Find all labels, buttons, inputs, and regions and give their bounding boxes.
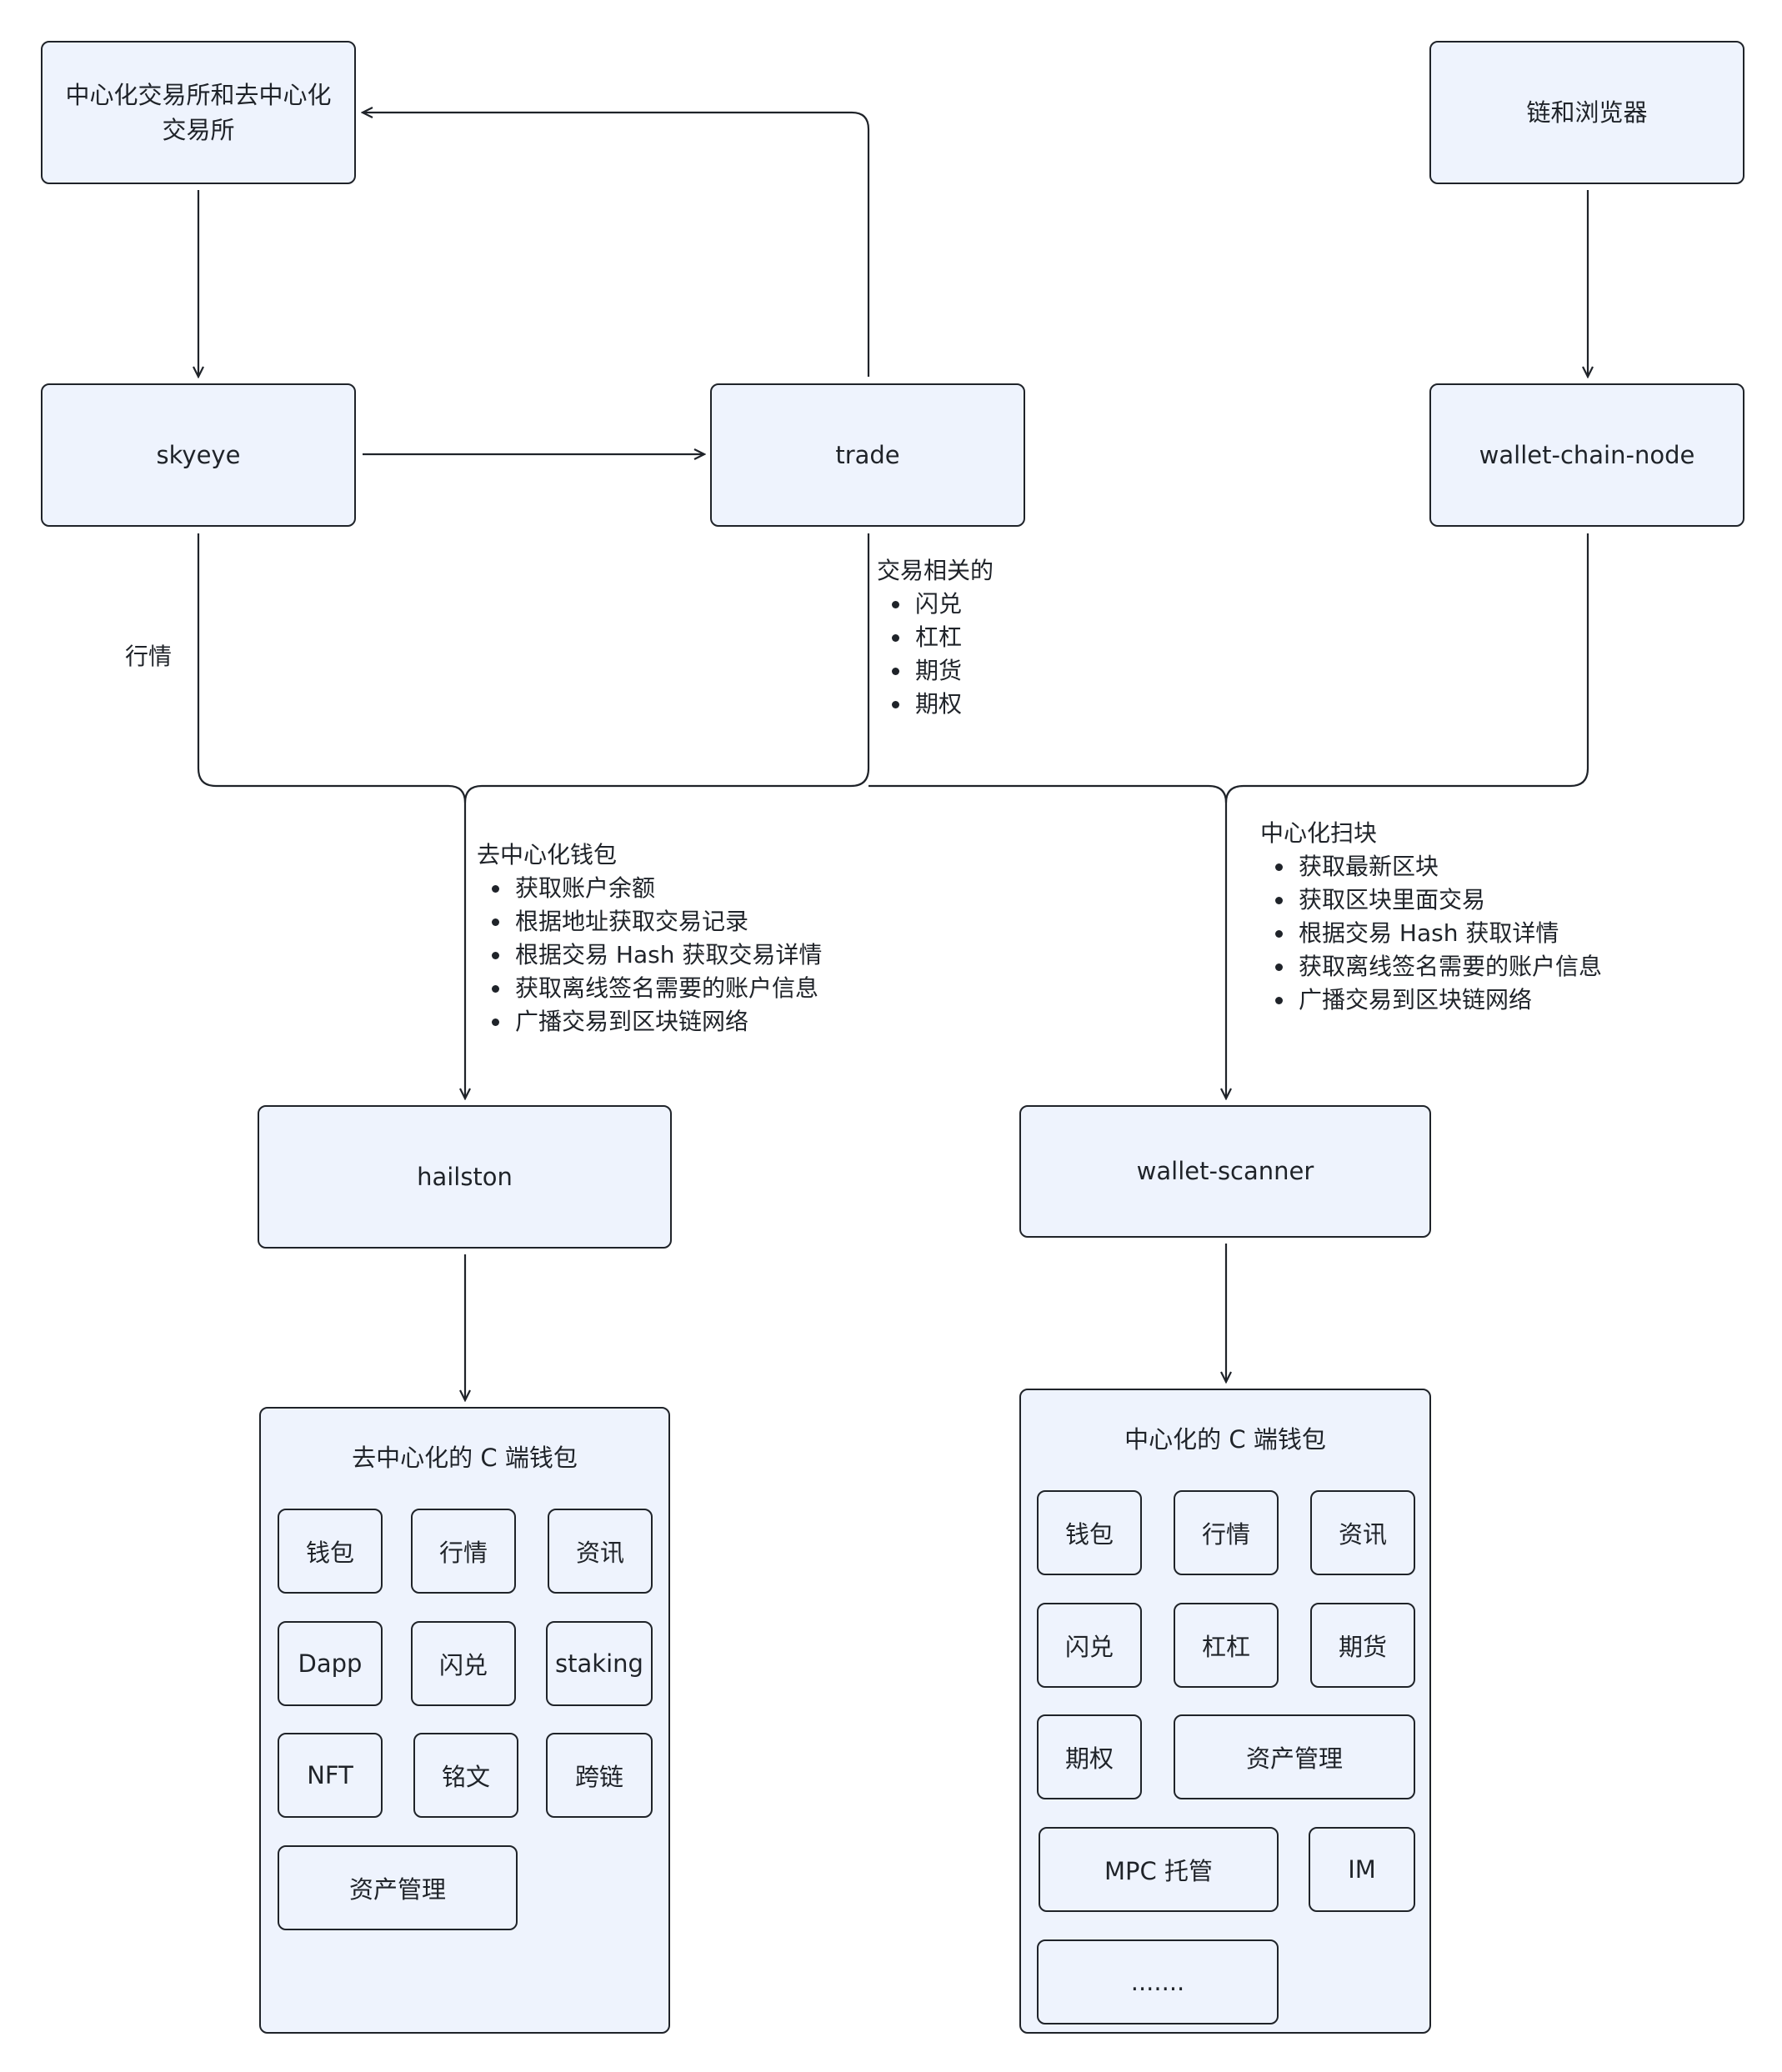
module-chip: 行情 [411, 1509, 516, 1594]
module-chip: staking [546, 1621, 653, 1706]
list-item: 期货 [877, 654, 994, 688]
line-trade-down [463, 533, 870, 803]
list-item: 获取离线签名需要的账户信息 [1260, 950, 1602, 983]
decentralized-app-container: 去中心化的 C 端钱包 钱包 行情 资讯 Dapp 闪兑 staking NFT… [259, 1407, 670, 2034]
line-node-down [1224, 533, 1589, 803]
list-item: 广播交易到区块链网络 [1260, 983, 1602, 1017]
centralized-scan-label: 中心化扫块 获取最新区块 获取区块里面交易 根据交易 Hash 获取详情 获取离… [1260, 817, 1602, 1017]
line-trade-to-scanner [868, 784, 1228, 803]
module-chip: 资产管理 [1174, 1714, 1415, 1799]
module-chip: 资产管理 [278, 1845, 518, 1930]
chain-browser-node: 链和浏览器 [1429, 41, 1744, 184]
module-chip: IM [1309, 1827, 1415, 1912]
module-chip: 行情 [1174, 1490, 1279, 1575]
wallet-chain-node-node: wallet-chain-node [1429, 383, 1744, 527]
list-item: 获取离线签名需要的账户信息 [477, 972, 822, 1005]
module-chip: 杠杠 [1174, 1603, 1279, 1688]
wallet-scanner-node: wallet-scanner [1019, 1105, 1431, 1238]
centralized-scan-title: 中心化扫块 [1260, 819, 1378, 847]
module-chip: 期权 [1037, 1714, 1142, 1799]
list-item: 获取区块里面交易 [1260, 883, 1602, 917]
market-label: 行情 [125, 643, 173, 670]
list-item: 杠杠 [877, 621, 994, 654]
module-chip: 资讯 [1310, 1490, 1415, 1575]
trade-related-title: 交易相关的 [877, 557, 994, 584]
list-item: 根据地址获取交易记录 [477, 905, 822, 938]
module-chip: 闪兑 [411, 1621, 516, 1706]
module-chip: 资讯 [548, 1509, 653, 1594]
line-skyeye-down [197, 533, 467, 803]
module-chip: 铭文 [413, 1733, 518, 1818]
decentralized-wallet-title: 去中心化钱包 [477, 841, 618, 868]
list-item: 根据交易 Hash 获取详情 [1260, 917, 1602, 950]
module-chip: Dapp [278, 1621, 383, 1706]
exchanges-node: 中心化交易所和去中心化交易所 [41, 41, 356, 184]
centralized-app-container: 中心化的 C 端钱包 钱包 行情 资讯 闪兑 杠杠 期货 期权 资产管理 MPC… [1019, 1389, 1431, 2034]
trade-related-label: 交易相关的 闪兑 杠杠 期货 期权 [877, 554, 994, 721]
module-chip: 跨链 [546, 1733, 653, 1818]
list-item: 根据交易 Hash 获取交易详情 [477, 938, 822, 972]
list-item: 闪兑 [877, 588, 994, 621]
module-chip: 闪兑 [1037, 1603, 1142, 1688]
module-chip: 钱包 [1037, 1490, 1142, 1575]
hailston-node: hailston [258, 1105, 672, 1249]
arrow-trade-to-exchanges [363, 113, 870, 377]
module-chip: 钱包 [278, 1509, 383, 1594]
module-chip: 期货 [1310, 1603, 1415, 1688]
list-item: 广播交易到区块链网络 [477, 1005, 822, 1039]
skyeye-node: skyeye [41, 383, 356, 527]
list-item: 获取账户余额 [477, 872, 822, 905]
list-item: 获取最新区块 [1260, 850, 1602, 883]
module-chip: MPC 托管 [1039, 1827, 1279, 1912]
list-item: 期权 [877, 688, 994, 721]
trade-node: trade [710, 383, 1025, 527]
module-chip: ....... [1037, 1939, 1279, 2024]
centralized-app-title: 中心化的 C 端钱包 [1124, 1425, 1326, 1454]
decentralized-app-title: 去中心化的 C 端钱包 [352, 1444, 578, 1472]
decentralized-wallet-label: 去中心化钱包 获取账户余额 根据地址获取交易记录 根据交易 Hash 获取交易详… [477, 838, 822, 1039]
module-chip: NFT [278, 1733, 383, 1818]
